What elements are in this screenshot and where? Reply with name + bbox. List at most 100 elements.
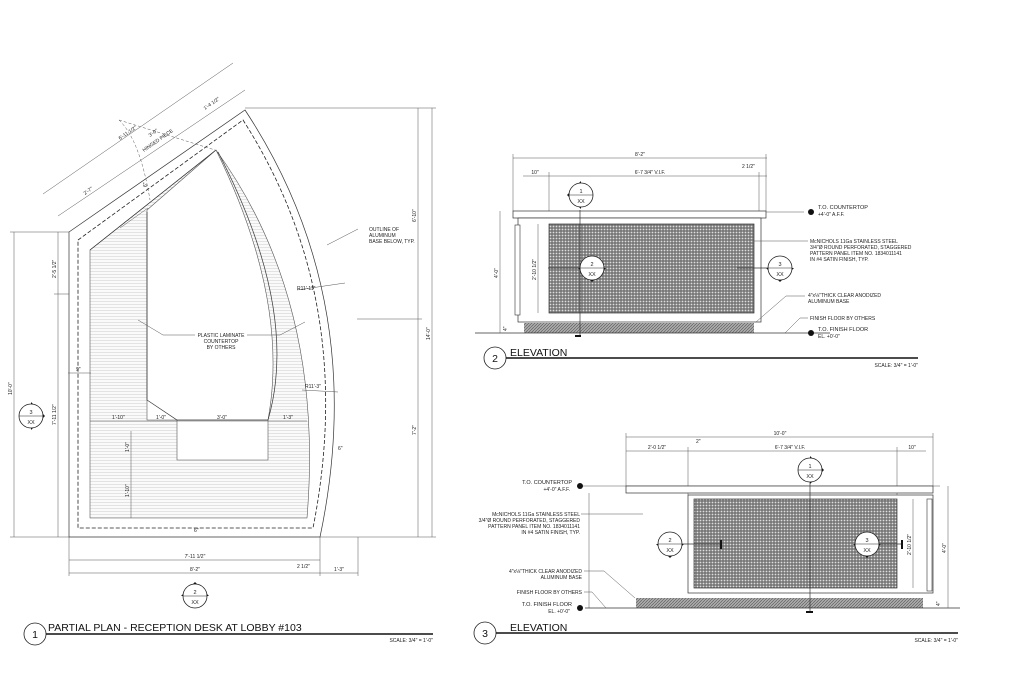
dim-label: 1'-4 1/2" — [203, 96, 222, 112]
dim-label: 7'-11 1/2" — [185, 554, 206, 560]
aluminum-base-outline — [77, 119, 327, 529]
dim-label: 4'-0" — [942, 543, 948, 553]
dim-label: 7'-11 1/2" — [52, 404, 58, 425]
dim-label: 14'-0" — [426, 327, 432, 340]
svg-text:PARTIAL PLAN - RECEPTION DESK: PARTIAL PLAN - RECEPTION DESK AT LOBBY #… — [48, 622, 302, 634]
elevation-2: 8'-2" 10" 6'-7 3/4" V.I.F. 2 1/2" 4'-0" … — [475, 152, 918, 370]
section-tag-2[interactable]: 2 XX — [181, 582, 209, 609]
section-tag-2[interactable]: 2 XX — [578, 255, 606, 282]
section-tag-3[interactable]: 3 XX — [18, 402, 45, 430]
svg-text:2: 2 — [193, 590, 196, 596]
dim-label: 2 1/2" — [742, 164, 755, 170]
section-tag-1[interactable]: 1 XX — [797, 456, 824, 484]
svg-text:XX: XX — [191, 600, 199, 606]
svg-text:XX: XX — [27, 420, 35, 426]
desk-outer-outline — [68, 109, 335, 538]
svg-text:1: 1 — [32, 629, 38, 641]
svg-text:XX: XX — [666, 548, 674, 554]
finish-floor-elevation: EL. +0'-0" — [548, 609, 570, 615]
section-tag-2[interactable]: 2 XX — [656, 531, 684, 558]
countertop-label: T.O. COUNTERTOP — [522, 480, 572, 486]
dim-label: 1'-0" — [125, 442, 131, 452]
section-tag-1[interactable]: 1 XX — [567, 181, 594, 209]
svg-text:ELEVATION: ELEVATION — [510, 347, 567, 359]
partial-plan: 6'-11 1/2" 1'-4 1/2" 2'-7" 6" 3'-0" HING… — [8, 62, 436, 646]
dim-label: 7'-2" — [412, 425, 418, 435]
radius-label: R11'-11" — [297, 286, 316, 292]
svg-text:2: 2 — [492, 353, 498, 365]
radius-label: R11'-3" — [305, 384, 321, 390]
dim-label: 10'-0" — [774, 431, 787, 437]
svg-text:3: 3 — [482, 628, 488, 640]
dim-label: 1'-10" — [112, 415, 125, 421]
svg-text:XX: XX — [806, 474, 814, 480]
dim-label: 10" — [531, 170, 539, 176]
dim-label: 8'-2" — [635, 152, 645, 158]
dim-label: 2'-10 1/2" — [532, 259, 538, 280]
svg-text:SCALE: 3/4" = 1'-0": SCALE: 3/4" = 1'-0" — [874, 363, 918, 369]
svg-text:3: 3 — [778, 262, 781, 268]
dim-label: 1'-3" — [283, 415, 293, 421]
floor-note: FINISH FLOOR BY OTHERS — [810, 316, 876, 322]
countertop — [512, 210, 767, 219]
dim-label: 1'-0" — [156, 415, 166, 421]
dim-label: 6'-7 3/4" V.I.F. — [635, 170, 666, 176]
section-tag-3[interactable]: 3 XX — [766, 255, 794, 282]
elevation-3-title-block: 3 ELEVATION SCALE: 3/4" = 1'-0" — [473, 621, 958, 645]
svg-text:3: 3 — [29, 410, 32, 416]
dim-label: 2 1/2" — [297, 564, 310, 570]
dim-label: 4'-0" — [494, 268, 500, 278]
dim-label: 10" — [908, 445, 916, 451]
svg-text:XX: XX — [588, 272, 596, 278]
dim-label: 6" — [143, 182, 149, 187]
aluminum-base — [524, 323, 754, 333]
dim-label: 8'-2" — [190, 567, 200, 573]
countertop-area — [89, 149, 310, 519]
dim-label: 6" — [194, 528, 199, 534]
svg-text:2: 2 — [590, 262, 593, 268]
aluminum-base — [636, 598, 923, 608]
svg-text:XX: XX — [863, 548, 871, 554]
svg-text:XX: XX — [776, 272, 784, 278]
svg-text:1: 1 — [808, 464, 811, 470]
dim-label: 2'-10 1/2" — [907, 534, 913, 555]
svg-text:SCALE: 3/4" = 1'-0": SCALE: 3/4" = 1'-0" — [389, 638, 433, 644]
dim-label: 6'-7 3/4" V.I.F. — [775, 445, 806, 451]
dim-label: 4" — [936, 601, 942, 606]
finish-floor-elevation: EL. +0'-0" — [818, 334, 840, 340]
dim-label: 4" — [503, 326, 509, 331]
countertop-label: T.O. COUNTERTOP — [818, 205, 868, 211]
elevation-3: 10'-0" 2'-0 1/2" 2" 6'-7 3/4" V.I.F. 10"… — [473, 431, 960, 645]
svg-text:3: 3 — [865, 538, 868, 544]
dim-label: 1'-3" — [334, 567, 344, 573]
finish-floor-label: T.O. FINISH FLOOR — [818, 327, 868, 333]
dim-label: 6" — [338, 446, 343, 452]
dim-label: 6'-10" — [412, 209, 418, 222]
dim-label: 10'-0" — [8, 382, 14, 395]
dim-label: 2'-7" — [83, 186, 95, 197]
finish-floor-label: T.O. FINISH FLOOR — [522, 602, 572, 608]
countertop-elevation: +4'-0" A.F.F. — [818, 212, 845, 218]
dim-label: 2'-0 1/2" — [648, 445, 667, 451]
svg-text:1: 1 — [579, 189, 582, 195]
dim-label: 9" — [76, 367, 81, 373]
floor-note: FINISH FLOOR BY OTHERS — [517, 590, 583, 596]
countertop-elevation: +4'-0" A.F.F. — [544, 487, 571, 493]
svg-text:ELEVATION: ELEVATION — [510, 622, 567, 634]
hinged-dim: 3'-0" — [148, 128, 160, 139]
svg-text:2: 2 — [668, 538, 671, 544]
elevation-2-title-block: 2 ELEVATION SCALE: 3/4" = 1'-0" — [483, 346, 918, 370]
svg-text:SCALE: 3/4" = 1'-0": SCALE: 3/4" = 1'-0" — [914, 638, 958, 644]
dim-label: 6'-11 1/2" — [118, 125, 139, 142]
dim-label: 1'-10" — [125, 484, 131, 497]
section-tag-3[interactable]: 3 XX — [853, 531, 881, 558]
countertop — [625, 485, 934, 494]
dim-label: 3'-0" — [217, 415, 227, 421]
